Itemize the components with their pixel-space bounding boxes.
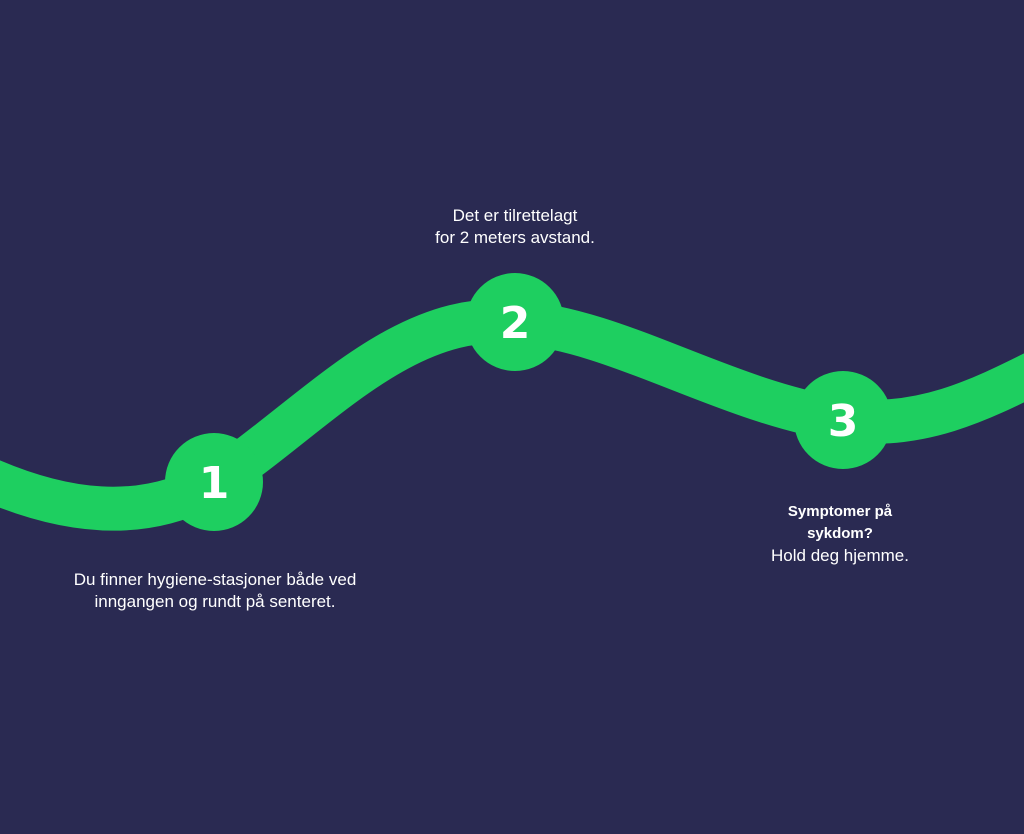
step-3-caption-line: Hold deg hjemme. <box>771 546 909 565</box>
step-2-caption-line: Det er tilrettelagt <box>452 206 578 225</box>
step-2-caption-line: for 2 meters avstand. <box>435 228 595 247</box>
step-1-marker: 1 <box>165 433 263 531</box>
step-3-caption: Symptomer på sykdom? Hold deg hjemme. <box>740 501 940 567</box>
step-3-heading-line: sykdom? <box>807 525 873 542</box>
step-3-heading-line: Symptomer på <box>787 503 893 520</box>
step-2-caption: Det er tilrettelagt for 2 meters avstand… <box>380 205 650 249</box>
step-1-caption-line: Du finner hygiene-stasjoner både ved <box>73 570 357 589</box>
step-3-circle <box>794 371 892 469</box>
step-2-marker: 2 <box>466 273 564 371</box>
step-1-number: 1 <box>199 458 230 509</box>
step-1-caption: Du finner hygiene-stasjoner både ved inn… <box>40 569 390 613</box>
step-1-caption-line: inngangen og rundt på senteret. <box>94 592 336 611</box>
step-3-number: 3 <box>828 396 859 447</box>
step-3-marker: 3 <box>794 371 892 469</box>
step-2-number: 2 <box>500 298 531 349</box>
step-2-circle <box>466 273 564 371</box>
step-1-circle <box>165 433 263 531</box>
